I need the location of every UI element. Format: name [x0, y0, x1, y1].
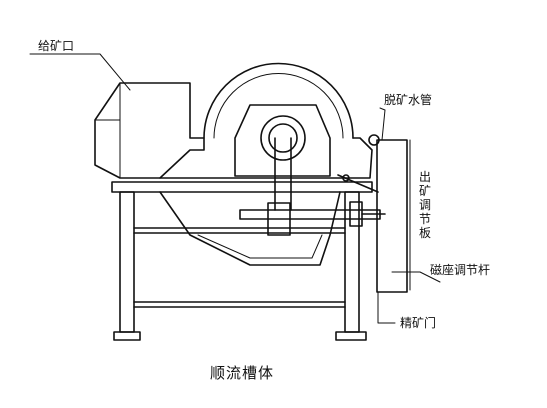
label-concentrate-gate: 精矿门 [400, 316, 437, 330]
drum-inner-arc [213, 73, 344, 139]
right-foot [335, 331, 367, 341]
trough-body [159, 191, 341, 266]
rod-clamp [267, 202, 291, 236]
label-feed-port: 给矿口 [38, 39, 75, 53]
label-magnet-rod: 磁座调节杆 [430, 263, 491, 277]
outlet-lever [337, 174, 379, 193]
magnet-seat [349, 201, 363, 227]
left-foot [113, 331, 141, 341]
outlet-side-plate [376, 139, 408, 293]
left-leg [119, 191, 135, 333]
tank-top [159, 137, 373, 179]
label-dewater-pipe: 脱矿水管 [384, 93, 433, 107]
right-leg [344, 191, 360, 333]
caption: 顺流槽体 [210, 364, 275, 382]
label-outlet-plate: 出矿调节板 [418, 170, 431, 240]
shaft-inner [268, 123, 298, 153]
magnetic-drum [203, 62, 354, 139]
bearing-housing [234, 104, 331, 177]
feed-box [94, 82, 205, 179]
shaft-ring [260, 115, 306, 161]
frame-top-rail [111, 181, 373, 193]
